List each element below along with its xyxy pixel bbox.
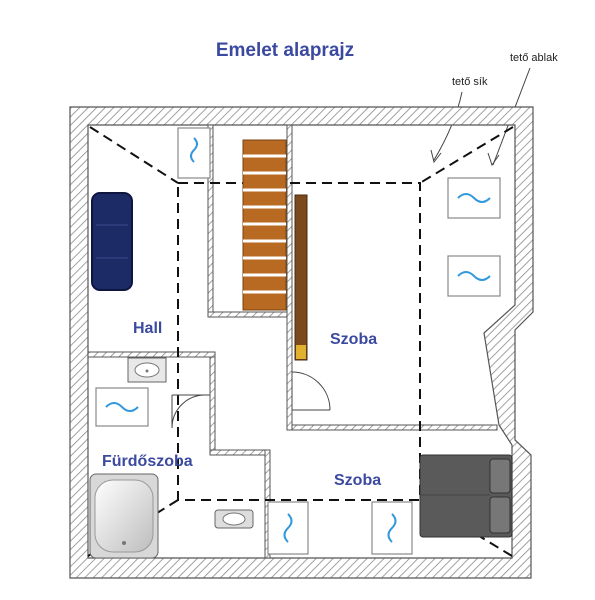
room-label-bathroom: Fürdőszoba [102,453,193,470]
roof-window-icon [177,127,211,179]
room-label-hall: Hall [133,320,162,337]
roof-window-icon [95,387,149,427]
roof-plane-arrowhead [430,149,442,164]
roof-window-icon [371,501,413,555]
door-swing-icon [291,371,331,411]
plan-title: Emelet alaprajz [216,40,354,61]
toilet-icon [214,509,254,529]
roof-window-label: tető ablak [510,52,558,64]
roof-window-icon [267,501,309,555]
roof-plane-label: tető sík [452,76,488,88]
roof-plane-pointer [433,91,463,161]
roof-window-icon [447,177,501,219]
roof-window-arrowhead [487,152,500,167]
bed [419,454,513,538]
room-label-room-upper: Szoba [330,331,377,348]
sink-icon [127,357,167,383]
sofa [91,192,133,291]
outer-wall [69,106,534,579]
room-label-room-lower: Szoba [334,472,381,489]
door-swing-icon [171,394,210,429]
roof-window-icon [447,255,501,297]
bathtub-icon [89,473,159,559]
staircase [242,139,308,361]
